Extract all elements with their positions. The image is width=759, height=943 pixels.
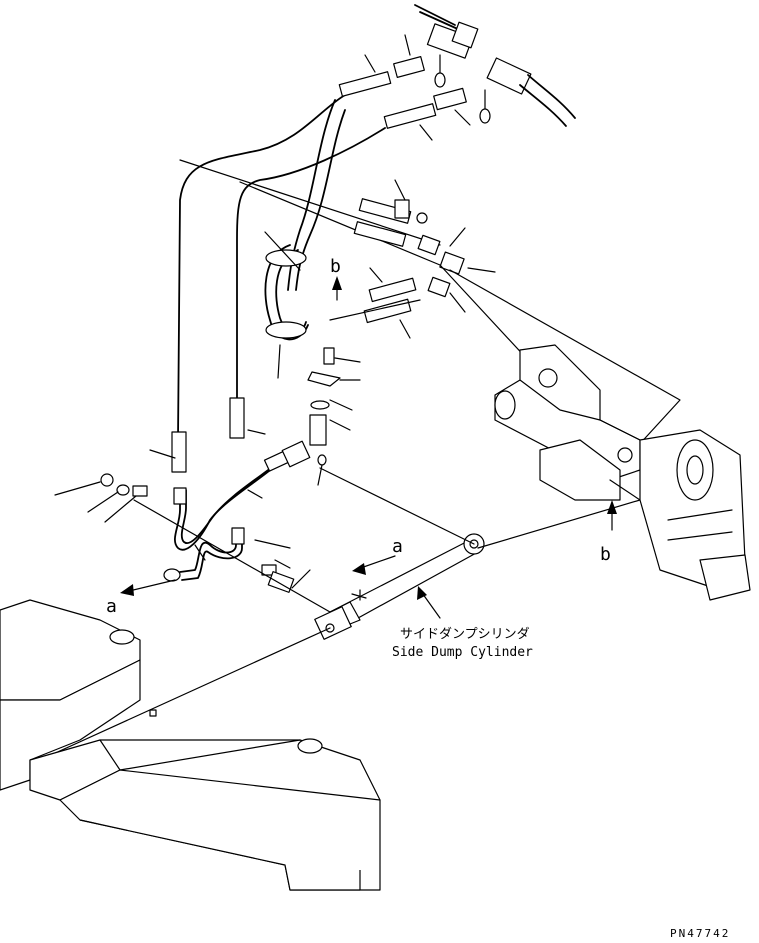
side-dump-cylinder [314,533,485,640]
callout-a-left: a [106,596,117,617]
main-frame [0,599,381,891]
callout-a-cylinder: a [392,536,403,557]
hose-clamp-loop [264,231,309,379]
callout-b-right: b [600,544,611,565]
axle-housing [494,344,751,601]
lower-pipes [100,397,327,593]
mid-fittings [307,198,465,446]
arrow-a-cylinder [352,555,396,575]
hose-runs [177,94,441,441]
drawing-number: PN47742 [670,927,730,940]
cylinder-name-jp: サイドダンプシリンダ [400,627,530,642]
arrow-cylinder-label [417,586,441,619]
arrow-b-top [332,276,342,301]
arrow-b-right [607,500,617,531]
arrow-a-left [120,579,176,596]
part-leader-lines [54,34,496,589]
top-elbow-fittings [338,4,576,129]
callout-b-top: b [330,256,341,277]
cylinder-name-en: Side Dump Cylinder [392,645,533,660]
